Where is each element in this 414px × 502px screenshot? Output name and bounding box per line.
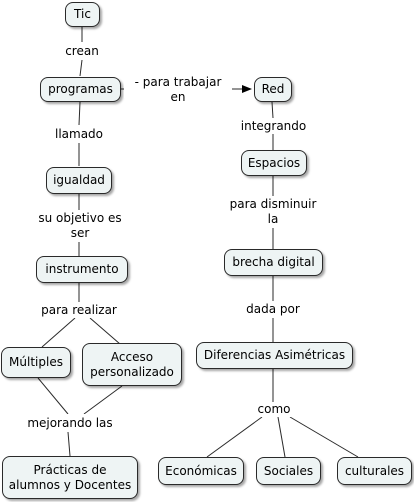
link-llamado: llamado (52, 125, 106, 143)
concept-multiples[interactable]: Múltiples (1, 347, 71, 378)
line-como-culturales (289, 416, 359, 458)
concept-brecha-digital[interactable]: brecha digital (224, 249, 323, 276)
link-integrando: integrando (240, 118, 307, 134)
line-como-economicas (206, 416, 263, 458)
link-para-realizar: para realizar (38, 302, 120, 318)
line-acceso-mejorando (83, 385, 123, 415)
concept-acceso-personalizado[interactable]: Acceso personalizado (82, 343, 182, 386)
concept-diferencias-asimetricas[interactable]: Diferencias Asimétricas (196, 342, 353, 369)
line-programas-llamado (78, 101, 81, 126)
link-crean: crean (60, 42, 104, 60)
link-para-disminuir-la: para disminuir la (226, 196, 320, 228)
link-mejorando-las: mejorando las (24, 414, 116, 432)
concept-practicas[interactable]: Prácticas de alumnos y Docentes (2, 456, 138, 499)
concept-igualdad[interactable]: igualdad (46, 167, 112, 194)
concept-programas[interactable]: programas (40, 77, 121, 102)
concept-sociales[interactable]: Sociales (256, 457, 321, 485)
concept-culturales[interactable]: culturales (337, 457, 412, 485)
line-red-integrando (271, 101, 274, 119)
line-mejorando-practicas (67, 431, 71, 457)
concept-economicas[interactable]: Económicas (158, 457, 244, 485)
line-realizar-multiples (41, 317, 76, 348)
line-crean-programas (79, 59, 83, 77)
line-como-sociales (277, 416, 286, 458)
line-multiples-mejorando (37, 377, 69, 415)
link-como: como (253, 402, 295, 417)
link-su-objetivo-es-ser: su objetivo es ser (33, 210, 127, 242)
concept-espacios[interactable]: Espacios (241, 150, 307, 176)
line-realizar-acceso (89, 317, 121, 345)
link-para-trabajar-en: - para trabajar en (124, 75, 232, 104)
concept-instrumento[interactable]: instrumento (36, 256, 128, 283)
concept-tic[interactable]: Tic (65, 2, 100, 27)
concept-red[interactable]: Red (254, 77, 292, 102)
link-dada-por: dada por (243, 301, 303, 318)
